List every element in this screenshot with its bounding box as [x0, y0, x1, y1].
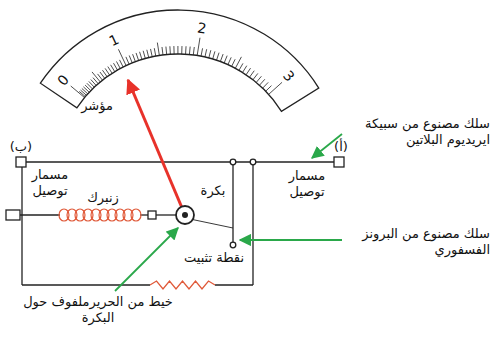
thread-line — [156, 214, 176, 215]
scale-tick — [157, 43, 159, 56]
scale-tick — [108, 67, 112, 74]
pointer-needle — [128, 80, 185, 215]
scale-tick — [263, 82, 269, 88]
scale-tick — [120, 60, 124, 67]
fixing-point — [230, 242, 236, 248]
scale-tick — [82, 88, 88, 93]
scale-arc — [40, 10, 318, 111]
scale-tick — [102, 70, 107, 77]
part-label: مسمار توصيل — [284, 168, 330, 200]
spring-coil — [59, 209, 141, 221]
circuit-frame — [6, 157, 344, 285]
part-label: مؤشر — [76, 98, 118, 114]
leader-line — [115, 228, 178, 291]
leader-line — [240, 239, 342, 241]
scale-tick — [228, 57, 231, 64]
scale-tick — [161, 47, 163, 55]
spring-anchor — [6, 210, 20, 220]
scale-tick — [83, 87, 89, 92]
scale-tick — [118, 49, 126, 65]
leader-lines — [115, 134, 342, 291]
junction-dot — [230, 159, 236, 165]
scale-tick — [105, 68, 109, 75]
frame-wire — [252, 162, 253, 285]
phosphor-bronze-wire — [232, 162, 233, 245]
scale-tick — [246, 68, 250, 75]
scale-tick — [220, 54, 223, 62]
platinum-iridium-wire — [26, 161, 334, 162]
scale-tick — [136, 53, 139, 61]
scale-number: 2 — [190, 17, 213, 38]
scale-tick — [253, 73, 258, 79]
scale-tick — [177, 46, 178, 54]
junction-dot — [250, 159, 256, 165]
scale-tick — [243, 66, 247, 73]
scale-tick — [169, 46, 170, 54]
scale-tick — [256, 76, 261, 82]
scale-tick — [193, 47, 194, 55]
scale-tick — [250, 71, 255, 77]
scale-tick — [239, 63, 243, 70]
spring-loop — [131, 209, 141, 221]
silk-thread — [190, 219, 233, 228]
scale-tick — [235, 57, 241, 68]
scale-tick — [189, 47, 191, 55]
scale-tick — [143, 51, 145, 59]
scale-tick — [151, 49, 153, 57]
meter-scale — [40, 10, 318, 111]
terminal-a — [334, 157, 344, 167]
scale-tick — [201, 48, 203, 56]
frame-wire — [21, 166, 22, 285]
scale-tick — [147, 50, 149, 58]
part-label: مسمار توصيل — [27, 167, 73, 199]
scale-tick — [140, 52, 142, 60]
scale-tick — [114, 63, 118, 70]
part-label: بكرة — [194, 183, 232, 199]
part-label: (أ) — [326, 139, 356, 155]
scale-tick — [80, 90, 86, 95]
part-label: (ب) — [6, 139, 36, 155]
scale-tick — [111, 65, 115, 72]
pulley-axle — [182, 212, 188, 218]
scale-tick — [259, 79, 264, 85]
terminal-b — [16, 157, 26, 167]
scale-tick — [126, 57, 129, 64]
scale-tick — [165, 47, 167, 55]
part-label: زنبرك — [72, 190, 134, 206]
spring-hook — [148, 211, 156, 219]
scale-tick — [232, 59, 236, 66]
scale-tick — [269, 82, 282, 94]
scale-tick — [173, 46, 174, 54]
part-label: سلك مصنوع من البرونز الفسفوري — [346, 226, 490, 258]
pulley — [176, 206, 194, 224]
scale-tick — [209, 50, 211, 58]
scale-tick — [197, 38, 200, 56]
part-label: نقطة تثبيت — [178, 250, 250, 266]
frame-wire — [215, 284, 253, 285]
scale-tick — [266, 86, 272, 92]
frame-wire — [22, 284, 150, 285]
scale-tick — [224, 56, 227, 63]
scale-tick — [181, 46, 182, 54]
scale-tick — [116, 61, 120, 68]
scale-tick — [185, 46, 186, 54]
part-label: سلك مصنوع من سبيكة ايريديوم البلاتين — [346, 116, 490, 148]
resistor-symbol — [150, 281, 215, 289]
scale-tick — [213, 51, 215, 59]
scale-tick — [217, 53, 220, 61]
scale-tick — [129, 55, 132, 62]
spring-wire — [20, 214, 60, 215]
scale-tick — [92, 72, 100, 82]
scale-tick — [205, 49, 207, 57]
scale-tick — [154, 48, 155, 56]
part-label: خيط من الحريرملفوف حول البكرة — [18, 294, 178, 326]
scale-tick — [133, 54, 136, 61]
